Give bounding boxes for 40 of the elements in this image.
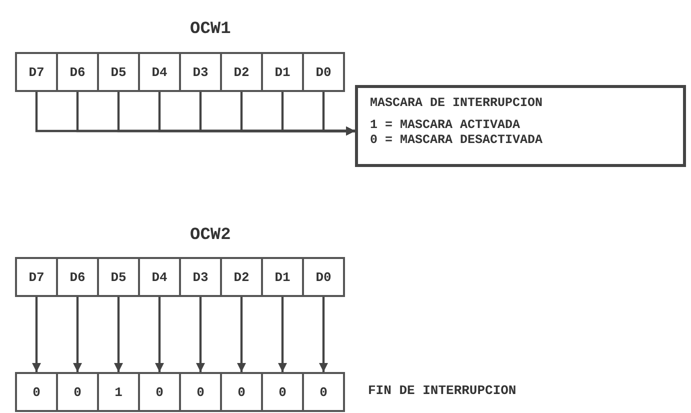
bit-cell: D5	[97, 52, 140, 92]
arrow	[32, 297, 41, 372]
status-text: FIN DE INTERRUPCION	[368, 383, 516, 398]
bit-cell: 0	[179, 372, 222, 412]
arrow	[319, 297, 328, 372]
register-title: OCW1	[190, 20, 231, 39]
box-text: 0 = MASCARA DESACTIVADA	[370, 133, 544, 149]
bit-cell: 0	[15, 372, 58, 412]
bit-cell: D6	[56, 257, 99, 297]
bit-cell: D1	[261, 52, 304, 92]
arrow	[322, 92, 355, 136]
bit-cell: D0	[302, 257, 345, 297]
bit-cell: 0	[261, 372, 304, 412]
bit-cell: 0	[302, 372, 345, 412]
bit-cell: D6	[56, 52, 99, 92]
bit-cell: D2	[220, 257, 263, 297]
bit-cell: 0	[220, 372, 263, 412]
bit-cell: D7	[15, 52, 58, 92]
arrow	[155, 297, 164, 372]
bit-cell: 0	[56, 372, 99, 412]
bit-cell: D1	[261, 257, 304, 297]
bit-cell: D4	[138, 52, 181, 92]
bit-cell: D7	[15, 257, 58, 297]
bit-cell: D4	[138, 257, 181, 297]
bit-cell: D2	[220, 52, 263, 92]
legend-box	[355, 85, 686, 167]
bit-cell: 0	[138, 372, 181, 412]
register-title: OCW2	[190, 226, 231, 245]
bit-cell: D0	[302, 52, 345, 92]
box-text: 1 = MASCARA ACTIVADA	[370, 118, 522, 134]
arrow	[278, 297, 287, 372]
arrow	[237, 297, 246, 372]
bit-cell: D5	[97, 257, 140, 297]
bit-cell: 1	[97, 372, 140, 412]
arrow	[196, 297, 205, 372]
bit-cell: D3	[179, 52, 222, 92]
arrow	[73, 297, 82, 372]
arrow	[114, 297, 123, 372]
box-heading: MASCARA DE INTERRUPCION	[370, 96, 544, 112]
bit-cell: D3	[179, 257, 222, 297]
